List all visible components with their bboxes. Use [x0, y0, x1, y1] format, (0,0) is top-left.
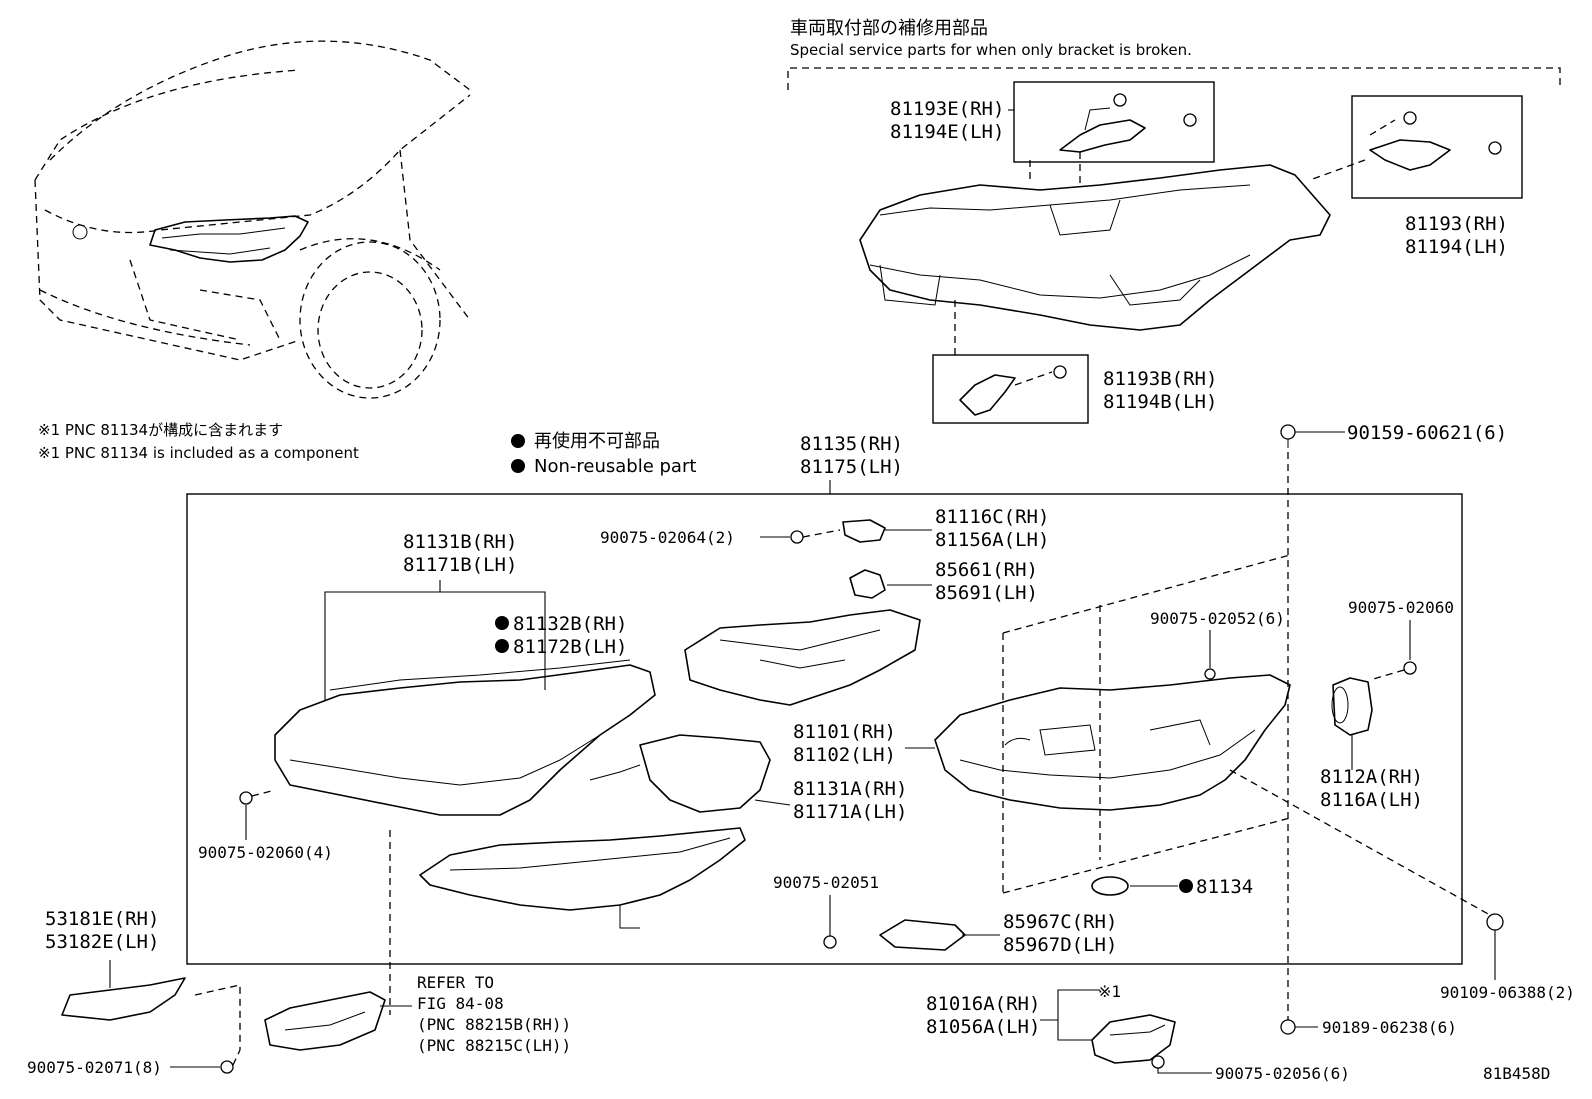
label-8112A: 8112A(RH) — [1320, 766, 1423, 788]
label-81171A: 81171A(LH) — [793, 801, 907, 823]
label-8116A: 8116A(LH) — [1320, 789, 1423, 811]
actuator-8112A — [1331, 677, 1373, 770]
label-81156A: 81156A(LH) — [935, 529, 1049, 551]
screw-90075-02051 — [823, 895, 837, 949]
module-81016A — [1091, 1014, 1176, 1064]
refer-line-3: (PNC 88215B(RH)) — [417, 1015, 571, 1034]
label-90075-02071: 90075-02071(8) — [27, 1058, 162, 1077]
label-81193: 81193(RH) — [1405, 213, 1508, 235]
label-81193B: 81193B(RH) — [1103, 368, 1217, 390]
label-90189: 90189-06238(6) — [1322, 1018, 1457, 1037]
label-90075-02060-4: 90075-02060(4) — [198, 843, 333, 862]
service-note-en: Special service parts for when only brac… — [790, 41, 1192, 59]
reflector-bracket-upper — [684, 609, 921, 706]
nonreuse-note-en: Non-reusable part — [534, 456, 696, 477]
label-81135: 81135(RH) — [800, 433, 903, 455]
nonreuse-bullet-jp — [511, 434, 525, 448]
label-90109: 90109-06388(2) — [1440, 983, 1575, 1002]
refer-line-1: REFER TO — [417, 973, 494, 992]
screw-90159 — [1280, 424, 1345, 1020]
pnc-note-jp: ※1 PNC 81134が構成に含まれます — [38, 421, 283, 439]
screw-90075-02071 — [170, 1049, 241, 1074]
label-81175: 81175(LH) — [800, 456, 903, 478]
asterisk-note: ※1 — [1098, 982, 1121, 1001]
label-81131A: 81131A(RH) — [793, 778, 907, 800]
refer-line-2: FIG 84-08 — [417, 994, 504, 1013]
bezel-81131A — [589, 734, 791, 813]
bracket-box-lower — [932, 300, 1089, 424]
socket-85661 — [849, 569, 932, 599]
label-85661: 85661(RH) — [935, 559, 1038, 581]
label-81102: 81102(LH) — [793, 744, 896, 766]
screw-90189 — [1280, 1019, 1318, 1035]
label-81172B: 81172B(LH) — [513, 636, 627, 658]
label-85967C: 85967C(RH) — [1003, 911, 1117, 933]
figure-id: 81B458D — [1483, 1064, 1550, 1083]
label-90075-02052: 90075-02052(6) — [1150, 609, 1285, 628]
label-90159: 90159-60621(6) — [1347, 422, 1507, 444]
refer-line-4: (PNC 88215C(LH)) — [417, 1036, 571, 1055]
label-53182E: 53182E(LH) — [45, 931, 159, 953]
label-81194B: 81194B(LH) — [1103, 391, 1217, 413]
label-90075-02051: 90075-02051 — [773, 873, 879, 892]
label-81171B: 81171B(LH) — [403, 554, 517, 576]
cover-53181E — [61, 960, 186, 1021]
trim-garnish — [419, 827, 746, 929]
label-81132B: 81132B(RH) — [513, 613, 627, 635]
nonreuse-bullet-en — [511, 459, 525, 473]
nonreuse-81134 — [1179, 879, 1193, 893]
nonreuse-81172B — [495, 639, 509, 653]
label-81116C: 81116C(RH) — [935, 506, 1049, 528]
bracket-box-upper-right — [1309, 95, 1523, 199]
nonreuse-note-jp: 再使用不可部品 — [534, 431, 660, 452]
label-81101: 81101(RH) — [793, 721, 896, 743]
label-90075-02060: 90075-02060 — [1348, 598, 1454, 617]
screw-90075-02060-4 — [239, 789, 276, 840]
label-90075-02064: 90075-02064(2) — [600, 528, 735, 547]
control-module-85967C — [879, 919, 1000, 951]
bracket-81116C — [760, 519, 932, 544]
main-assembly-box — [186, 493, 1463, 965]
screw-90109 — [1486, 913, 1504, 980]
bracket-88215B — [264, 991, 412, 1051]
label-53181E: 53181E(RH) — [45, 908, 159, 930]
gasket-81134 — [1091, 876, 1178, 896]
pnc-note-en: ※1 PNC 81134 is included as a component — [38, 444, 359, 462]
screw-90075-02060 — [1369, 620, 1417, 681]
label-85691: 85691(LH) — [935, 582, 1038, 604]
housing-81101 — [934, 674, 1291, 811]
label-81134: 81134 — [1196, 876, 1253, 898]
service-parts-header: 車両取付部の補修用部品 Special service parts for wh… — [787, 18, 1561, 90]
label-81194: 81194(LH) — [1405, 236, 1508, 258]
nonreuse-81132B — [495, 616, 509, 630]
headlamp-assembly-top — [859, 164, 1331, 331]
label-81016A: 81016A(RH) — [926, 993, 1040, 1015]
screw-90075-02052 — [1204, 630, 1216, 680]
label-85967D: 85967D(LH) — [1003, 934, 1117, 956]
label-90075-02056: 90075-02056(6) — [1215, 1064, 1350, 1083]
lens-81131B — [274, 659, 656, 816]
label-81056A: 81056A(LH) — [926, 1016, 1040, 1038]
bracket-box-upper-center — [1008, 81, 1215, 185]
label-81194E: 81194E(LH) — [890, 121, 1004, 143]
vehicle-front-illustration — [34, 40, 471, 399]
label-81131B: 81131B(RH) — [403, 531, 517, 553]
label-81193E: 81193E(RH) — [890, 98, 1004, 120]
service-note-jp: 車両取付部の補修用部品 — [790, 18, 988, 39]
screw-90075-02056 — [1151, 1055, 1212, 1074]
